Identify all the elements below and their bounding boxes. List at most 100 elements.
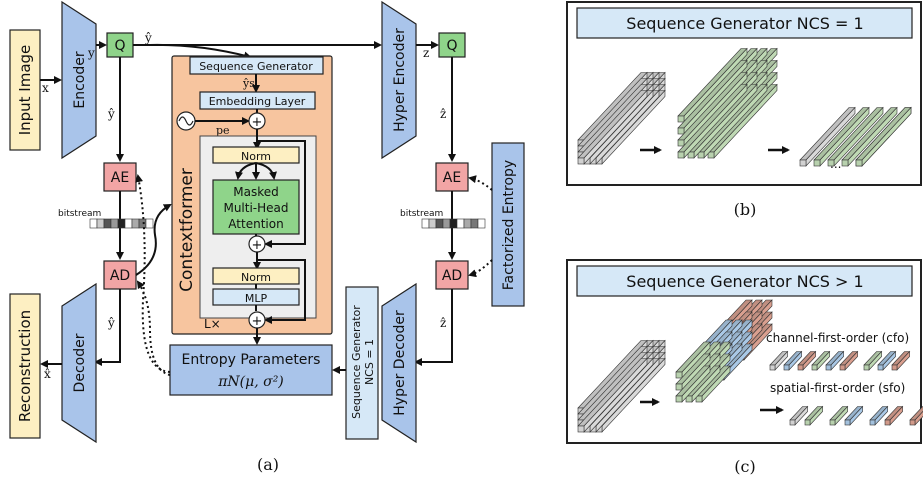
reconstruction-label: Reconstruction [16, 310, 34, 422]
panel-c-title-box: Sequence Generator NCS > 1 [576, 265, 913, 297]
z-label: z [423, 46, 429, 60]
bitstream-cell [470, 218, 479, 229]
cfo-bar-front [783, 364, 790, 371]
sep-bar-front [697, 151, 705, 159]
seq-bar-front [841, 159, 849, 167]
x-label: x [42, 81, 49, 95]
ad-block: AD [103, 260, 137, 290]
bitstream-cell [456, 218, 465, 229]
svg-text:+: + [252, 238, 263, 253]
quantizer-block-2: Q [438, 32, 466, 58]
bitstream-cell [96, 218, 105, 229]
sequence-generator-label: Sequence Generator [199, 60, 313, 73]
grp-bar-front [685, 395, 693, 403]
sine-wave-icon [178, 116, 194, 126]
bitstream-cell [131, 218, 140, 229]
sfo-bar-front [804, 419, 811, 426]
panel-c-title: Sequence Generator NCS > 1 [626, 272, 863, 291]
arrow-ad2-hyperdec [414, 289, 453, 366]
sep-bar-front [677, 139, 685, 147]
bitstream-cell [477, 218, 486, 229]
bitstream-cell [124, 218, 133, 229]
caption-c: (c) [734, 457, 755, 476]
cfo-bar-front [891, 364, 898, 371]
sep-bar-front [677, 151, 685, 159]
factorized-entropy-label: Factorized Entropy [501, 160, 517, 290]
norm-block-2: Norm [212, 267, 300, 285]
factorized-entropy-block: Factorized Entropy [491, 142, 525, 307]
sequence-generator-vertical-block: Sequence Generator NCS = 1 [345, 286, 379, 440]
sep-bar-front [687, 151, 695, 159]
embedding-layer-label: Embedding Layer [209, 95, 306, 108]
z-hat-label-top: ẑ [440, 107, 446, 121]
cfo-bar-front [811, 364, 818, 371]
bitstream-cell [428, 218, 437, 229]
quantizer-block: Q [106, 32, 134, 58]
plus-node-3: + [248, 311, 266, 329]
input-image-label: Input Image [16, 45, 34, 136]
svg-text:+: + [252, 115, 263, 130]
y-hat-label-mid: ŷ [107, 107, 115, 121]
dotted-arrow-fe-ae [468, 175, 493, 191]
bitstream-label-right: bitstream [400, 209, 443, 219]
embedding-layer-block: Embedding Layer [199, 91, 316, 110]
contextformer-label: Contextformer [177, 168, 197, 292]
bitstream-cell [421, 218, 430, 229]
sfo-bar-front [884, 419, 891, 426]
hyper-decoder-label: Hyper Decoder [392, 310, 408, 416]
cfo-bar-front [839, 364, 846, 371]
bitstream-cell [442, 218, 451, 229]
sep-bar-front [707, 151, 715, 159]
bitstream-cell [89, 218, 98, 229]
residual-arrow-1 [257, 140, 306, 248]
panel-b-ellipsis: ... [830, 157, 841, 171]
sfo-bar-front [789, 419, 796, 426]
sg-vertical-label-2: NCS = 1 [363, 339, 376, 385]
bitstream-cell [103, 218, 112, 229]
hyper-encoder-label: Hyper Encoder [392, 28, 408, 132]
decoder-block: Decoder [61, 282, 97, 444]
dotted-arrow-entropy-ad [136, 280, 171, 376]
hyper-encoder-block: Hyper Encoder [381, 0, 417, 160]
ae-label-2: AE [443, 170, 461, 186]
seq-bar-last-front [855, 159, 863, 167]
attention-label-2: Multi-Head [223, 201, 288, 215]
p-e-label: pe [216, 124, 230, 137]
x-hat-label: x̂ [44, 367, 51, 381]
mlp-label: MLP [245, 292, 268, 305]
cube-bar-front [577, 157, 585, 165]
masked-attention-block: Masked Multi-Head Attention [212, 179, 300, 235]
arrow-norm-attn-right [255, 162, 277, 180]
cfo-label: channel-first-order (cfo) [766, 331, 909, 345]
sfo-bar-front [829, 419, 836, 426]
bitstream-cell [117, 218, 126, 229]
bitstream-bar-right [421, 218, 486, 229]
sep-bar-front [677, 115, 685, 123]
panel-b-title: Sequence Generator NCS = 1 [626, 14, 863, 33]
ad-label: AD [110, 268, 130, 284]
y-hat-label-top: ŷ [144, 31, 152, 45]
reconstruction-block: Reconstruction [9, 293, 41, 439]
hyper-decoder-block: Hyper Decoder [381, 282, 417, 444]
bitstream-cell [449, 218, 458, 229]
sfo-bar-front [844, 419, 851, 426]
z-hat-label-low: ẑ [440, 316, 446, 330]
cfo-bar-front [797, 364, 804, 371]
l-times-label: L× [204, 317, 221, 331]
quantizer-label-2: Q [446, 38, 457, 54]
caption-b: (b) [734, 200, 757, 219]
bitstream-label-left: bitstream [58, 209, 101, 219]
ae-label: AE [111, 170, 129, 186]
cfo-bar-front [877, 364, 884, 371]
bitstream-cell [138, 218, 147, 229]
cfo-bar-front [769, 364, 776, 371]
mlp-block: MLP [212, 288, 300, 306]
norm-block-1: Norm [212, 146, 300, 164]
y-label: y [87, 46, 95, 60]
encoder-label: Encoder [72, 51, 88, 108]
grp-bar-front [675, 395, 683, 403]
ae-block: AE [103, 162, 137, 192]
arrow-ad-decoder [94, 289, 121, 366]
ad-label-2: AD [442, 268, 462, 284]
